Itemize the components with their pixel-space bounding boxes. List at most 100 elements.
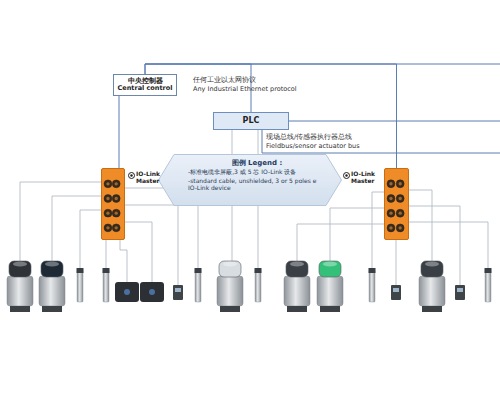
sensor-cap	[485, 268, 492, 273]
device-wire	[52, 196, 101, 262]
device-wire	[409, 206, 460, 285]
master-ports	[385, 169, 408, 239]
indicator-light	[124, 289, 130, 295]
valve-base	[220, 306, 240, 312]
port-pin	[389, 212, 392, 215]
valve-cap	[421, 261, 443, 277]
port-socket	[387, 180, 395, 188]
port-socket	[396, 195, 404, 203]
port-pin	[389, 226, 392, 229]
cap-highlight	[13, 262, 27, 267]
master-ports	[102, 169, 124, 239]
port-socket	[112, 180, 120, 188]
io-link-logo	[128, 172, 135, 179]
field-device	[317, 261, 343, 312]
field-device	[284, 261, 310, 312]
logo-ring	[344, 173, 350, 179]
sensor-cap	[195, 268, 202, 273]
port-socket	[104, 224, 112, 232]
cap-highlight	[45, 262, 59, 267]
field-device	[195, 268, 202, 302]
port-socket	[104, 180, 112, 188]
valve-body	[419, 276, 445, 306]
sensor-cap	[255, 268, 262, 273]
device-wire	[120, 240, 127, 282]
valve-cap	[9, 261, 31, 277]
port-socket	[387, 224, 395, 232]
device-wire	[80, 210, 101, 270]
logo-dot	[345, 174, 347, 176]
node-heading: IO-Link Master	[136, 171, 166, 185]
node-text: -standard cable, unshielded, 3 or 5 pole…	[188, 178, 326, 192]
port-pin	[389, 182, 392, 185]
valve-base	[422, 306, 442, 312]
device-wire	[409, 190, 432, 262]
port-socket	[112, 224, 120, 232]
device-wire	[125, 205, 178, 285]
valve-body	[317, 276, 343, 306]
valve-body	[217, 276, 243, 306]
field-device	[369, 268, 376, 302]
master-label: IO-Link Master	[343, 171, 381, 185]
small-sensor	[391, 285, 401, 300]
device-wire	[297, 224, 384, 262]
node-heading: 图例 Legend :	[188, 159, 326, 167]
sensor-body	[77, 270, 83, 302]
field-device	[173, 285, 183, 300]
node-heading: PLC	[243, 116, 260, 125]
valve-base	[287, 306, 307, 312]
fieldbus-line	[262, 130, 500, 153]
port-pin	[399, 182, 402, 185]
port-socket	[112, 195, 120, 203]
sensor-cap	[103, 268, 110, 273]
legend-text-group: 图例 Legend : -标准电缆非屏蔽,3 或 5 芯 IO-Link 设备 -s…	[188, 159, 326, 194]
field-device	[140, 282, 164, 302]
valve-cap	[286, 261, 308, 277]
device-wire	[125, 222, 152, 282]
port-pin	[106, 226, 109, 229]
port-socket	[387, 195, 395, 203]
valve-body	[284, 276, 310, 306]
valve-body	[7, 276, 33, 306]
io-link-master: IO-Link Master	[101, 168, 125, 240]
sensor-window	[175, 288, 181, 292]
sensor-window	[457, 288, 463, 292]
cap-highlight	[223, 262, 237, 267]
master-label: IO-Link Master	[128, 171, 166, 185]
valve-cap	[319, 261, 341, 277]
device-wire	[330, 208, 384, 262]
port-pin	[115, 197, 118, 200]
field-device	[39, 261, 65, 312]
port-pin	[399, 212, 402, 215]
protocol-label: 现场总线/传感器执行器总线	[266, 134, 352, 141]
device-wire	[20, 182, 101, 262]
port-pin	[399, 197, 402, 200]
cap-highlight	[425, 262, 439, 267]
cap-highlight	[323, 262, 337, 267]
sensor-body	[103, 270, 109, 302]
port-pin	[106, 212, 109, 215]
node-text: -标准电缆非屏蔽,3 或 5 芯 IO-Link 设备	[188, 169, 326, 176]
port-socket	[104, 209, 112, 217]
small-sensor	[455, 285, 465, 300]
hexagon-shape	[159, 155, 342, 206]
sensor-body	[369, 270, 375, 302]
valve-cap	[41, 261, 63, 277]
field-device	[391, 285, 401, 300]
device-wire	[372, 192, 384, 270]
actuator-box	[115, 282, 139, 302]
network-connector	[119, 96, 120, 168]
port-socket	[396, 209, 404, 217]
device-wire	[396, 240, 397, 285]
cap-highlight	[290, 262, 304, 267]
field-device	[485, 268, 492, 302]
field-device	[103, 268, 110, 302]
field-device	[115, 282, 139, 302]
port-pin	[115, 212, 118, 215]
port-socket	[396, 224, 404, 232]
sensor-window	[393, 288, 399, 292]
field-device	[7, 261, 33, 312]
node-heading: 中央控制器	[128, 77, 163, 85]
actuator-box	[140, 282, 164, 302]
